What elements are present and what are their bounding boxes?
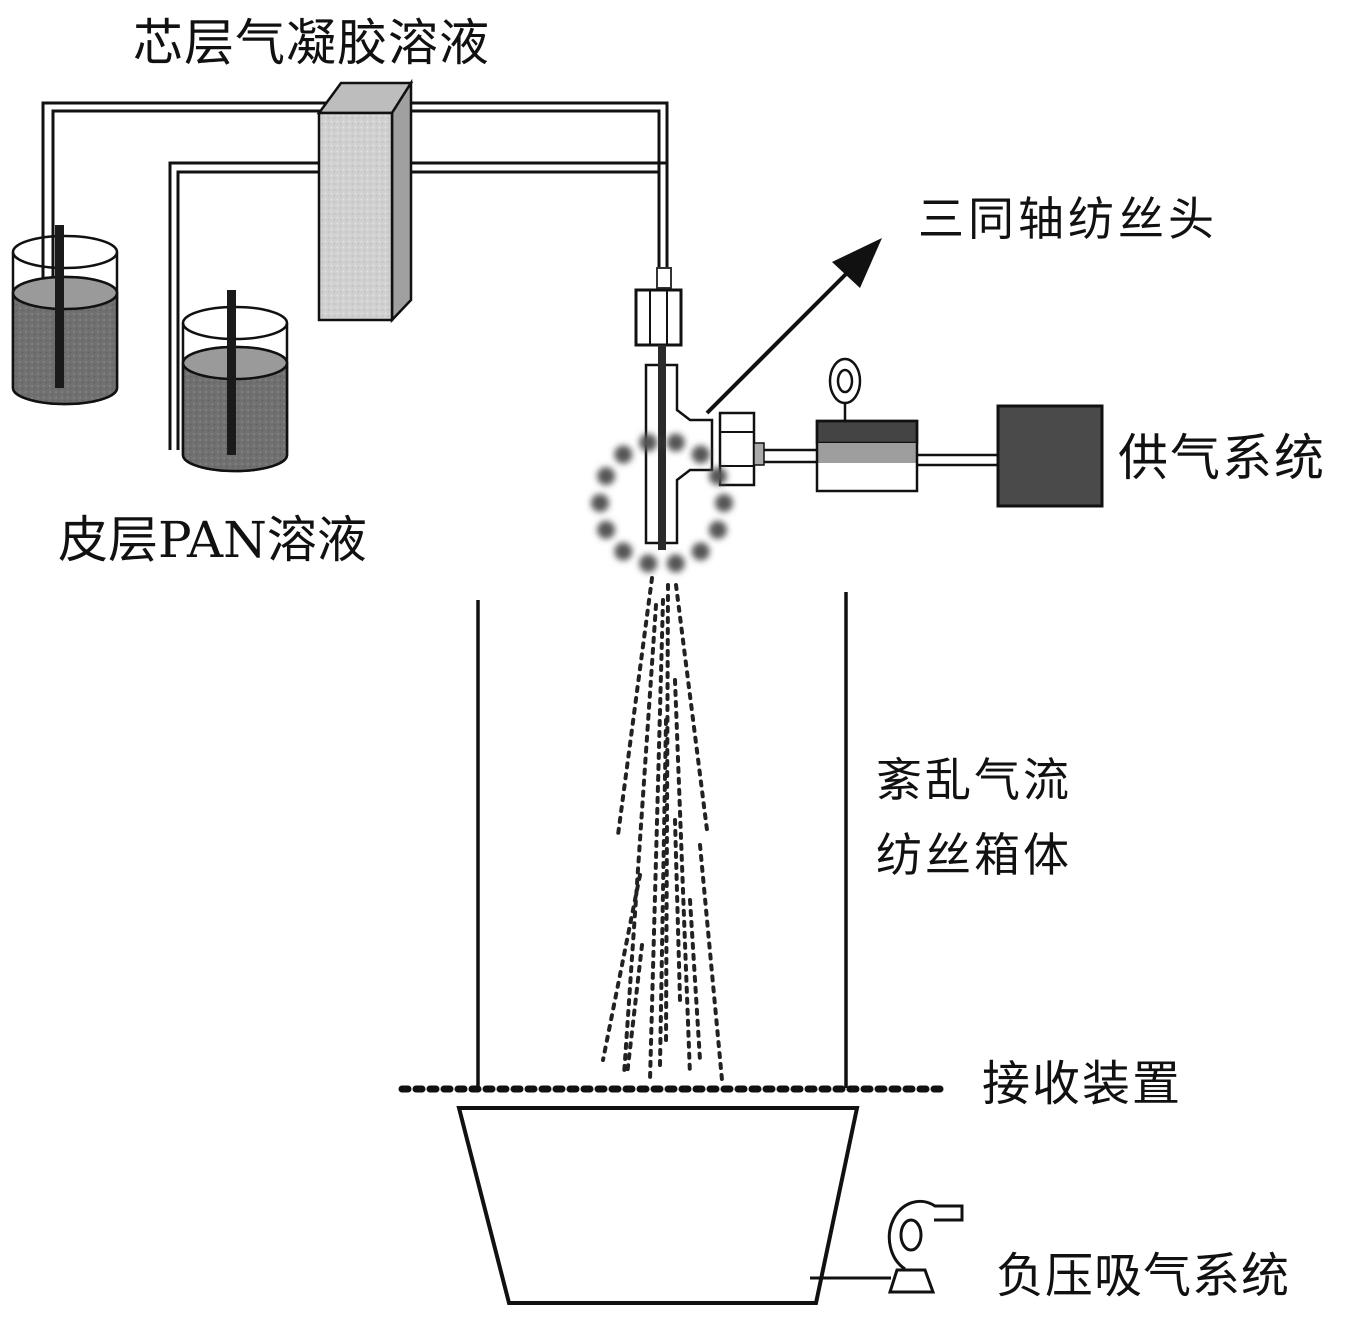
air-ring-dot	[597, 520, 616, 539]
sheath-solution-label: 皮层PAN溶液	[58, 511, 367, 569]
core-beaker-icon	[11, 225, 119, 406]
air-ring-dot	[614, 542, 633, 561]
sheath-beaker-icon	[181, 290, 289, 473]
gas-tank-icon	[996, 404, 1104, 508]
receiver-label: 接收装置	[982, 1056, 1183, 1112]
air-ring-dot	[708, 520, 727, 539]
fiber-stream	[698, 843, 724, 1082]
air-ring-dot	[691, 445, 710, 464]
sheath-tube-inner	[176, 170, 659, 450]
spinneret-icon	[634, 267, 765, 550]
air-ring-dot	[691, 542, 710, 561]
pressure-regulator-icon	[815, 357, 919, 493]
spinning-box-label-1: 紊乱气流	[876, 753, 1072, 807]
syringe-pump-icon	[316, 78, 414, 324]
fiber-stream	[601, 873, 642, 1062]
fiber-stream	[648, 598, 665, 1082]
air-ring-dot	[597, 467, 616, 486]
air-ring-dot	[614, 445, 633, 464]
blower-fan-icon	[810, 1199, 964, 1294]
air-ring-dot	[666, 554, 685, 573]
vacuum-system-label: 负压吸气系统	[996, 1248, 1291, 1304]
core-solution-label: 芯层气凝胶溶液	[133, 14, 490, 72]
fiber-stream	[674, 583, 709, 832]
fiber-stream	[658, 718, 668, 1067]
spinneret-label: 三同轴纺丝头	[918, 192, 1218, 246]
fiber-stream	[673, 678, 692, 1077]
air-ring-dot	[708, 467, 727, 486]
spinneret-pointer-arrow	[705, 238, 882, 415]
air-ring-dot	[639, 554, 658, 573]
fiber-stream	[673, 818, 682, 1002]
spinning-box-label-2: 纺丝箱体	[876, 828, 1072, 882]
collector-tray-icon	[456, 1106, 860, 1305]
gas-line	[764, 448, 997, 467]
air-ring-dot	[715, 494, 733, 512]
gas-supply-label: 供气系统	[1118, 429, 1326, 487]
fiber-streams	[601, 576, 724, 1082]
fiber-stream	[664, 583, 670, 1047]
air-ring-dot	[666, 433, 685, 452]
fiber-stream	[625, 943, 644, 1077]
fiber-stream	[622, 603, 658, 1077]
sheath-tube-outer	[168, 161, 667, 450]
fiber-stream	[616, 576, 654, 837]
spinning-box-walls	[476, 592, 848, 1088]
air-ring-dot	[591, 494, 609, 512]
air-ring-dot	[639, 433, 658, 452]
fiber-stream	[688, 898, 702, 1062]
air-ring-icon	[591, 433, 733, 573]
